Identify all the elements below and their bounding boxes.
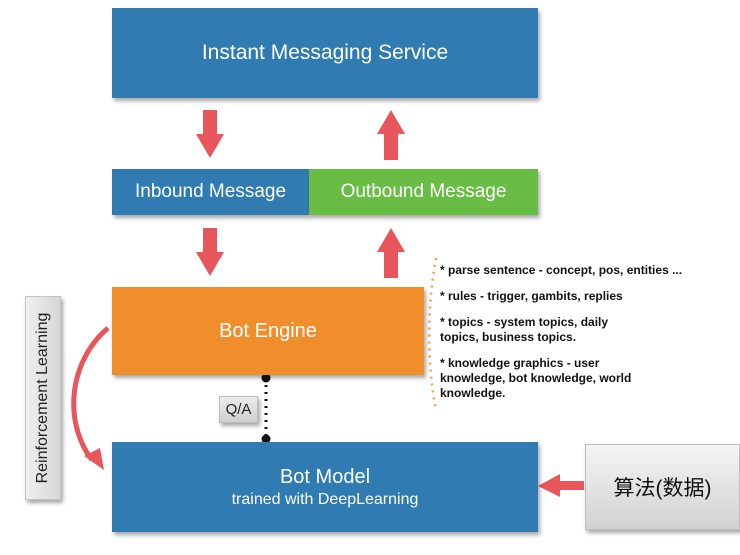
note-topics: * topics - system topics, daily topics, … [440,315,609,344]
outbound-message-box: Outbound Message [309,169,538,215]
bot-model-box: Bot Model trained with DeepLearning [112,442,538,532]
algorithm-data-label: 算法(数据) [613,477,712,500]
im-service-box: Instant Messaging Service [112,8,538,98]
reinforcement-curve-arrow [71,326,110,470]
reinforcement-learning-label: Reinforcement Learning [34,312,51,484]
bot-model-title: Bot Model [279,466,371,488]
reinforcement-learning-box [25,296,61,500]
outbound-message-label: Outbound Message [340,181,507,202]
note-knowledge-graphics: * knowledge graphics - user knowledge, b… [440,356,632,400]
arrow-algorithm-to-model [538,474,584,497]
inbound-message-box: Inbound Message [112,169,309,215]
note-parse-sentence: * parse sentence - concept, pos, entitie… [440,263,683,277]
bot-engine-box: Bot Engine [112,287,424,375]
bot-model-subtitle: trained with DeepLearning [231,491,419,508]
arrow-up-engine-to-outbound [377,228,405,278]
algorithm-data-box: 算法(数据) [585,444,740,530]
qa-dotted-connector [261,373,271,444]
qa-label-box: Q/A [219,396,258,423]
qa-label: Q/A [225,401,252,418]
arrow-up-outbound-to-im [377,110,405,160]
arrow-down-im-to-inbound [196,110,224,158]
arrow-down-inbound-to-engine [196,228,224,276]
note-rules: * rules - trigger, gambits, replies [440,289,623,303]
bot-engine-label: Bot Engine [219,319,317,342]
im-service-label: Instant Messaging Service [201,41,449,64]
inbound-message-label: Inbound Message [134,181,287,202]
notes-dotted-bracket [427,257,438,411]
